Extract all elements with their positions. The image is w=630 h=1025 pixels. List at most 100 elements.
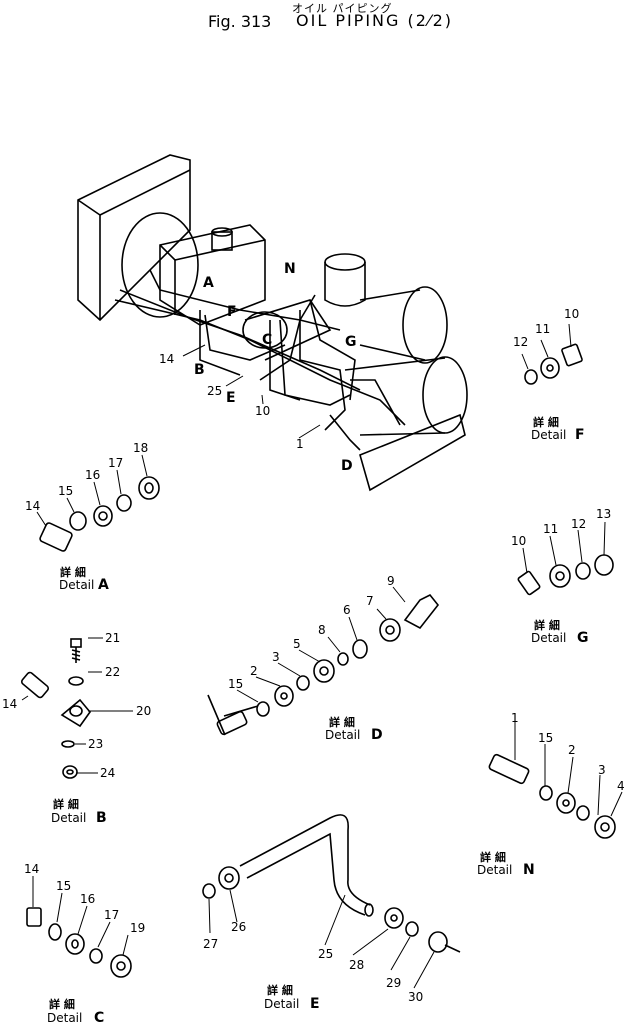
part-number: 11 xyxy=(543,522,558,536)
detail-b-parts xyxy=(20,638,92,779)
detail-d-parts xyxy=(207,593,440,736)
detail-letter: F xyxy=(575,427,585,443)
part-number: 27 xyxy=(203,937,218,951)
detail-c-callouts: 14 15 16 17 19 xyxy=(24,862,145,935)
part-number: 1 xyxy=(511,711,519,725)
main-letter-n: N xyxy=(284,261,296,277)
part-number: 16 xyxy=(80,892,95,906)
detail-g-parts xyxy=(517,554,614,596)
detail-a-parts xyxy=(39,476,160,552)
detail-f-caption: 詳 細 Detail F xyxy=(531,415,585,443)
part-number: 15 xyxy=(58,484,73,498)
part-number: 14 xyxy=(24,862,39,876)
main-view-callouts: 14 25 10 1 xyxy=(159,352,304,451)
detail-a-callouts: 14 15 16 17 18 xyxy=(25,441,148,513)
part-number: 29 xyxy=(386,976,401,990)
detail-a-caption: 詳 細 Detail A xyxy=(59,565,109,593)
detail-c-parts xyxy=(26,907,132,978)
detail-kanji: 詳 細 xyxy=(480,850,506,864)
detail-e-callouts: 27 26 25 28 29 30 xyxy=(203,920,423,1004)
detail-word: Detail xyxy=(47,1011,82,1025)
main-letter-d: D xyxy=(341,458,353,474)
main-letter-e: E xyxy=(226,390,236,406)
part-number: 22 xyxy=(105,665,120,679)
part-number: 7 xyxy=(366,594,374,608)
detail-word: Detail xyxy=(531,428,566,442)
detail-letter: N xyxy=(523,862,535,878)
main-letter-b: B xyxy=(194,362,205,378)
detail-word: Detail xyxy=(59,578,94,592)
part-number: 10 xyxy=(511,534,526,548)
part-number: 14 xyxy=(25,499,40,513)
part-number: 19 xyxy=(130,921,145,935)
detail-kanji: 詳 細 xyxy=(533,415,559,429)
detail-letter: G xyxy=(577,630,589,646)
detail-d-callouts: 15 2 3 5 8 6 7 9 xyxy=(228,574,395,691)
main-letter-f: F xyxy=(227,304,237,320)
detail-kanji: 詳 細 xyxy=(329,715,355,729)
leader-lines xyxy=(21,323,623,989)
detail-letter: D xyxy=(371,727,383,743)
main-letter-a: A xyxy=(203,275,214,291)
part-number: 4 xyxy=(617,779,625,793)
part-number: 12 xyxy=(513,335,528,349)
main-callout: 25 xyxy=(207,384,222,398)
figure-title-japanese: オイル パイピング xyxy=(292,2,393,15)
part-number: 3 xyxy=(272,650,280,664)
detail-word: Detail xyxy=(264,997,299,1011)
main-callout: 14 xyxy=(159,352,174,366)
part-number: 8 xyxy=(318,623,326,637)
figure-number: Fig. 313 xyxy=(208,12,272,31)
detail-e-caption: 詳 細 Detail E xyxy=(264,983,320,1012)
main-callout: 10 xyxy=(255,404,270,418)
detail-kanji: 詳 細 xyxy=(60,565,86,579)
detail-d-caption: 詳 細 Detail D xyxy=(325,715,383,743)
detail-kanji: 詳 細 xyxy=(267,983,293,997)
detail-e-parts xyxy=(202,814,461,953)
part-number: 23 xyxy=(88,737,103,751)
detail-letter: E xyxy=(310,996,320,1012)
detail-word: Detail xyxy=(531,631,566,645)
detail-letter: B xyxy=(96,810,107,826)
detail-b-callouts: 21 22 14 20 23 24 xyxy=(2,631,151,780)
detail-g-callouts: 10 11 12 13 xyxy=(511,507,611,548)
detail-c-caption: 詳 細 Detail C xyxy=(47,997,104,1025)
part-number: 6 xyxy=(343,603,351,617)
part-number: 20 xyxy=(136,704,151,718)
part-number: 9 xyxy=(387,574,395,588)
detail-b-caption: 詳 細 Detail B xyxy=(51,797,107,826)
part-number: 26 xyxy=(231,920,246,934)
part-number: 12 xyxy=(571,517,586,531)
part-number: 11 xyxy=(535,322,550,336)
engine-assembly-illustration xyxy=(77,154,468,492)
part-number: 17 xyxy=(104,908,119,922)
detail-n-callouts: 1 15 2 3 4 xyxy=(511,711,625,793)
detail-word: Detail xyxy=(477,863,512,877)
figure-title: OIL PIPING (2⁄2) xyxy=(296,11,454,30)
detail-letter: C xyxy=(94,1010,104,1025)
part-number: 2 xyxy=(568,743,576,757)
part-number: 13 xyxy=(596,507,611,521)
part-number: 28 xyxy=(349,958,364,972)
part-number: 2 xyxy=(250,664,258,678)
detail-word: Detail xyxy=(51,811,86,825)
detail-word: Detail xyxy=(325,728,360,742)
part-number: 3 xyxy=(598,763,606,777)
part-number: 10 xyxy=(564,307,579,321)
part-number: 15 xyxy=(538,731,553,745)
part-number: 21 xyxy=(105,631,120,645)
part-number: 18 xyxy=(133,441,148,455)
main-letter-g: G xyxy=(345,334,357,350)
part-number: 24 xyxy=(100,766,115,780)
detail-f-parts xyxy=(524,343,583,385)
part-number: 15 xyxy=(56,879,71,893)
part-number: 25 xyxy=(318,947,333,961)
part-number: 5 xyxy=(293,637,301,651)
detail-n-parts xyxy=(488,753,616,839)
detail-g-caption: 詳 細 Detail G xyxy=(531,618,589,646)
main-letter-c: C xyxy=(262,332,272,348)
part-number: 14 xyxy=(2,697,17,711)
part-number: 17 xyxy=(108,456,123,470)
main-view-letters: A F B E C N G D xyxy=(194,261,357,474)
